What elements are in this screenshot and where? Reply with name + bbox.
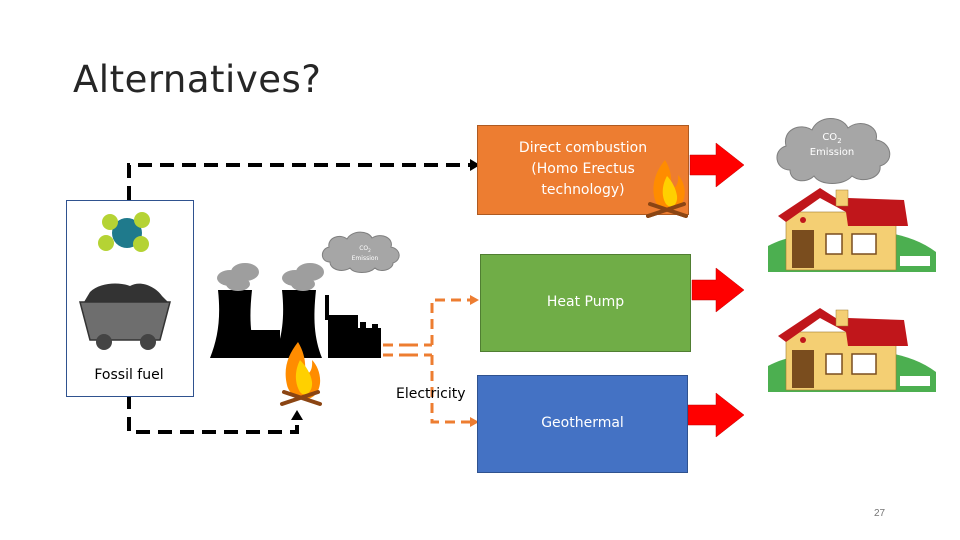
heat-pump-label: Heat Pump [546,293,625,310]
red-arrow-direct [689,142,745,188]
co2-small-sub: 2 [368,248,371,254]
electricity-label: Electricity [396,386,466,402]
electricity-flow-lines [383,298,470,424]
fossil-fuel-label: Fossil fuel [94,367,164,383]
power-plant [210,290,381,358]
page-number: 27 [874,508,886,519]
red-arrow-heat [691,267,745,313]
dashed-flow-top [127,163,470,200]
co2-large-sub: 2 [837,137,842,145]
house-icon-bottom [768,308,936,392]
arrowhead-fire [291,410,303,420]
house-icon-top [768,188,936,272]
plant-smoke [217,263,324,291]
arrowhead-geothermal [470,417,479,427]
direct-combustion-label: Direct combustion (Homo Erectus technolo… [518,139,648,198]
heat-pump-box: Heat Pump [480,254,691,352]
red-arrow-geo [687,392,745,438]
co2-large-co: CO [822,132,838,143]
direct-combustion-box: Direct combustion (Homo Erectus technolo… [477,125,689,215]
geothermal-label: Geothermal [541,415,624,431]
co2-large-emission: Emission [809,147,855,158]
co2-cloud-large [776,118,891,184]
campfire-icon [280,342,322,406]
geothermal-box: Geothermal [477,375,688,473]
slide-title: Alternatives? [73,58,322,101]
co2-emission-small-text: CO2 Emission [330,245,400,263]
dashed-flow-bottom [127,395,299,434]
co2-small-co: CO [359,245,369,252]
arrowhead-direct [470,159,480,171]
co2-small-emission: Emission [351,255,379,263]
co2-emission-large-text: CO2 Emission [790,132,874,159]
co2-cloud-small [321,231,400,273]
arrowhead-heatpump [470,295,479,305]
